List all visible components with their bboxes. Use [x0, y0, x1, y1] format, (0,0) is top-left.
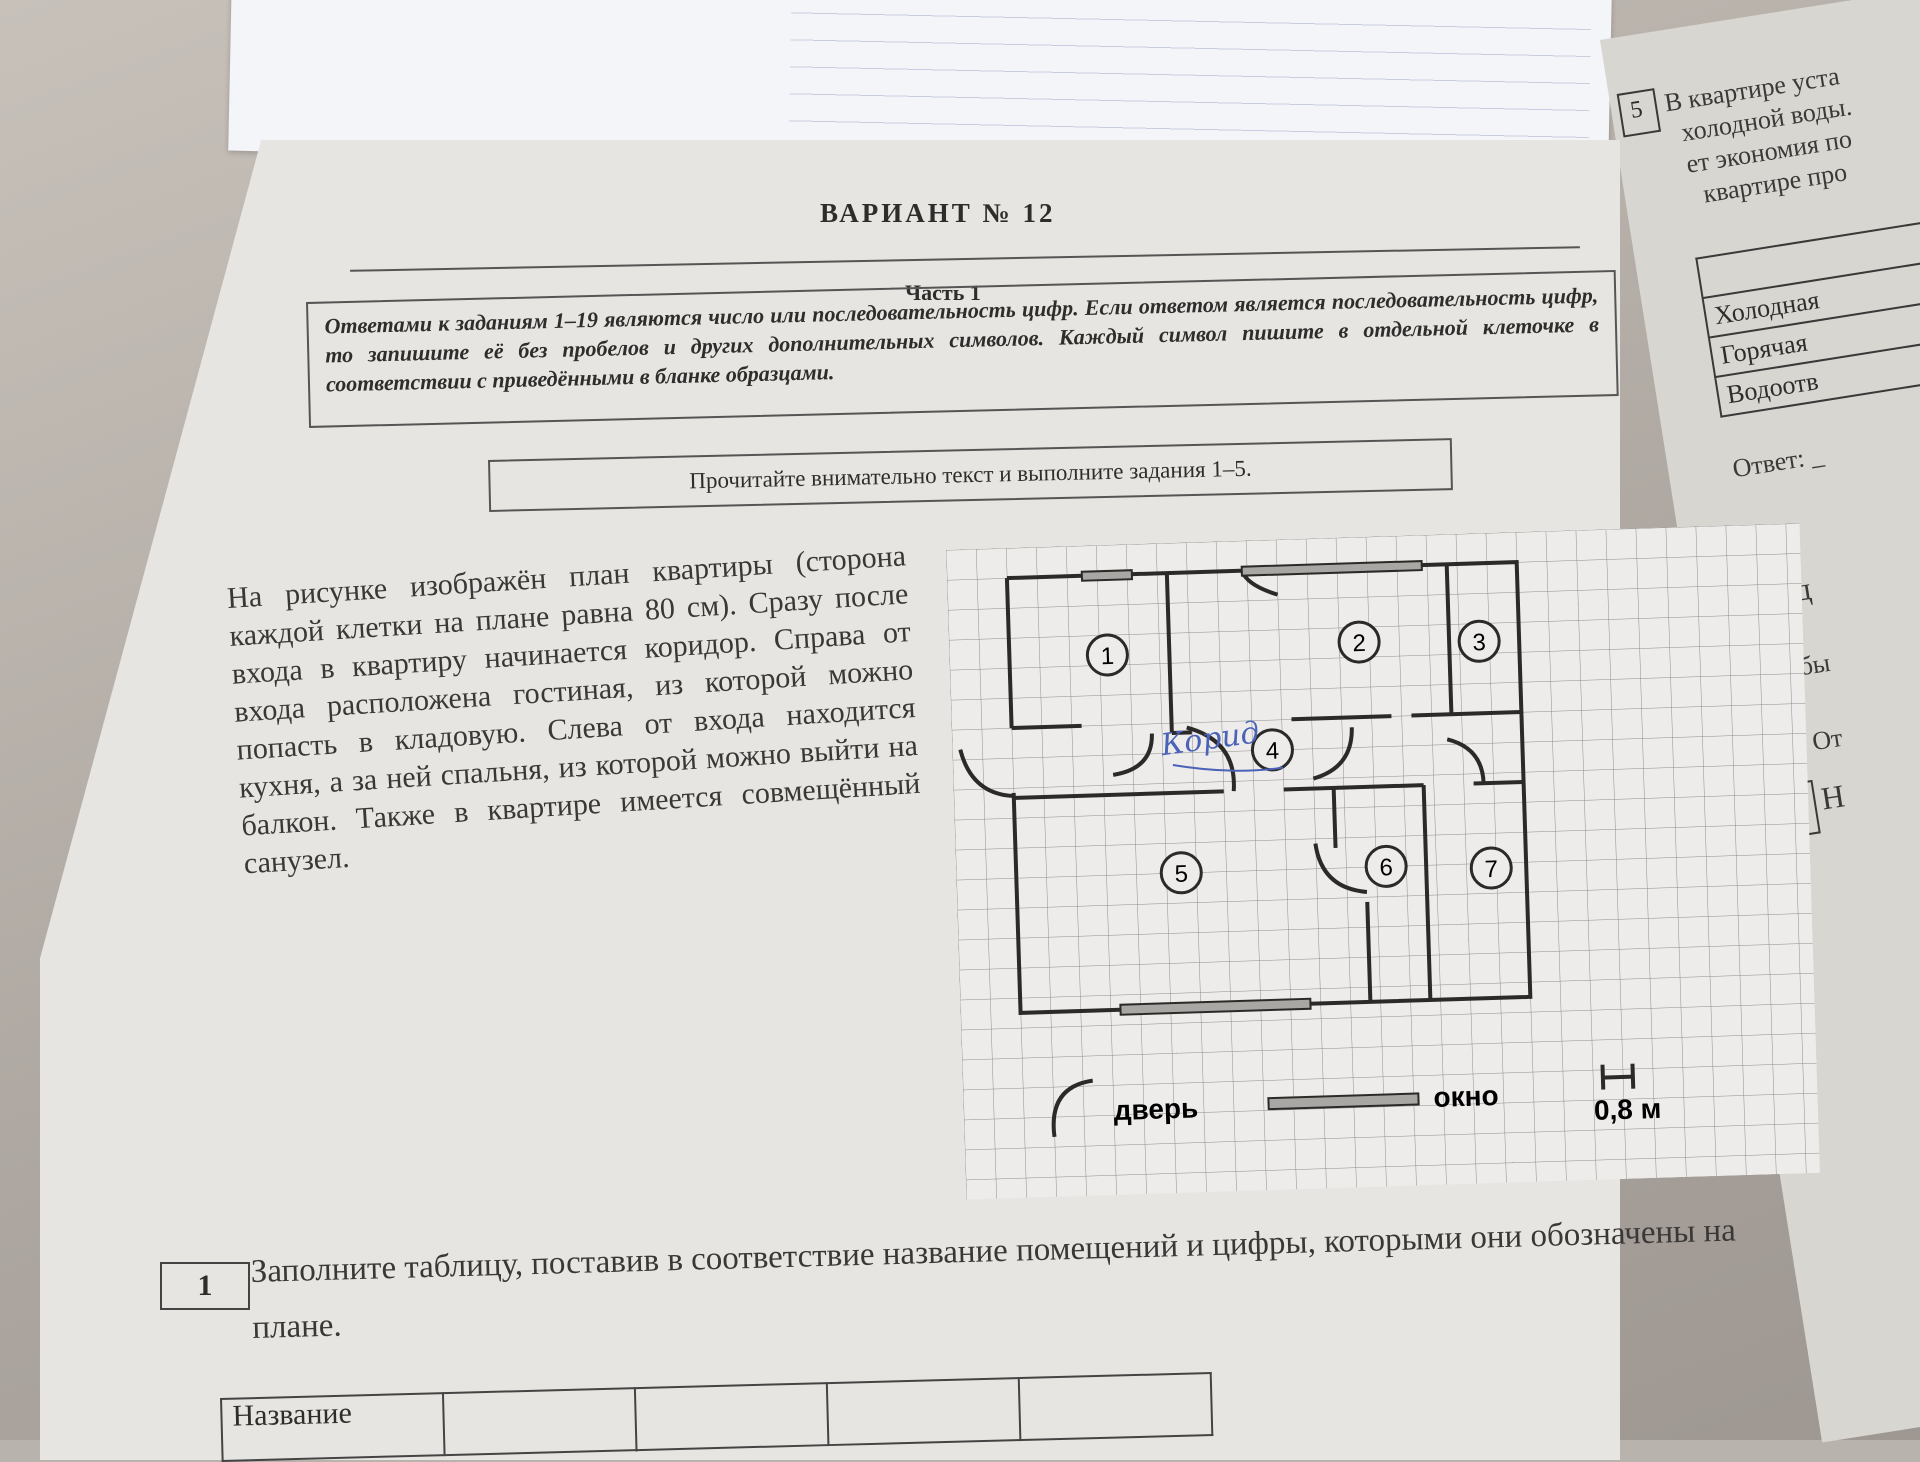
task5-number: 5 [1628, 96, 1645, 124]
room-marker-3: 3 [1457, 619, 1501, 663]
problem-text: На рисунке изображён план квартиры (стор… [226, 539, 922, 881]
room-marker-2: 2 [1337, 620, 1381, 664]
legend: дверь окно 0,8 м [1051, 1063, 1662, 1138]
room-marker-7: 7 [1469, 846, 1513, 890]
door-arcs [958, 569, 1486, 894]
windows [1080, 560, 1423, 1016]
task5-number-box: 5 [1616, 88, 1662, 138]
room-marker-1: 1 [1085, 633, 1129, 677]
room-label: 2 [1352, 630, 1366, 657]
legend-door-label: дверь [1113, 1092, 1198, 1126]
room-label: 4 [1265, 738, 1279, 765]
part-title: Часть 1 [905, 280, 981, 305]
answer-cell[interactable] [634, 1383, 829, 1451]
task1-number-box: 1 [160, 1262, 250, 1310]
room-markers: 1 2 3 4 5 6 7 [1085, 619, 1513, 895]
room-label: 3 [1472, 629, 1486, 656]
room-marker-6: 6 [1364, 844, 1408, 888]
answer-line: Ответ: _ [1730, 440, 1826, 484]
table-header-cell: Название [221, 1393, 445, 1461]
task6-line: От [1810, 722, 1845, 757]
instruction-text: Ответами к заданиям 1–19 являются число … [324, 282, 1600, 397]
legend-scale-label: 0,8 м [1593, 1093, 1661, 1126]
answer-cell[interactable] [442, 1388, 637, 1456]
task7-line: Н [1818, 777, 1848, 817]
legend-window-label: окно [1433, 1080, 1499, 1113]
floor-plan-svg: 1 2 3 4 5 6 7 [946, 523, 1820, 1200]
room-label: 5 [1174, 861, 1188, 888]
room-marker-5: 5 [1159, 851, 1203, 895]
window-mark [1240, 560, 1423, 577]
window-mark [1080, 569, 1134, 582]
door-legend-icon [1051, 1078, 1094, 1138]
window-mark [1119, 997, 1312, 1016]
room-marker-4: 4 [1250, 728, 1294, 772]
variant-title: ВАРИАНТ № 12 [820, 198, 1056, 228]
read-prompt: Прочитайте внимательно текст и выполните… [689, 455, 1252, 494]
scale-bar-icon [1600, 1063, 1636, 1090]
task5-table: Холодная Горячая Водоотв [1695, 212, 1920, 417]
handwritten-underline [1172, 763, 1284, 772]
apartment-plan: 1 2 3 4 5 6 7 [946, 523, 1820, 1200]
room-label: 7 [1484, 856, 1498, 883]
window-legend-icon [1267, 1092, 1420, 1111]
room-label: 1 [1100, 643, 1114, 670]
answer-cell[interactable] [1018, 1373, 1213, 1441]
task1-number: 1 [197, 1269, 213, 1302]
room-label: 6 [1379, 854, 1393, 881]
answer-cell[interactable] [826, 1378, 1021, 1446]
